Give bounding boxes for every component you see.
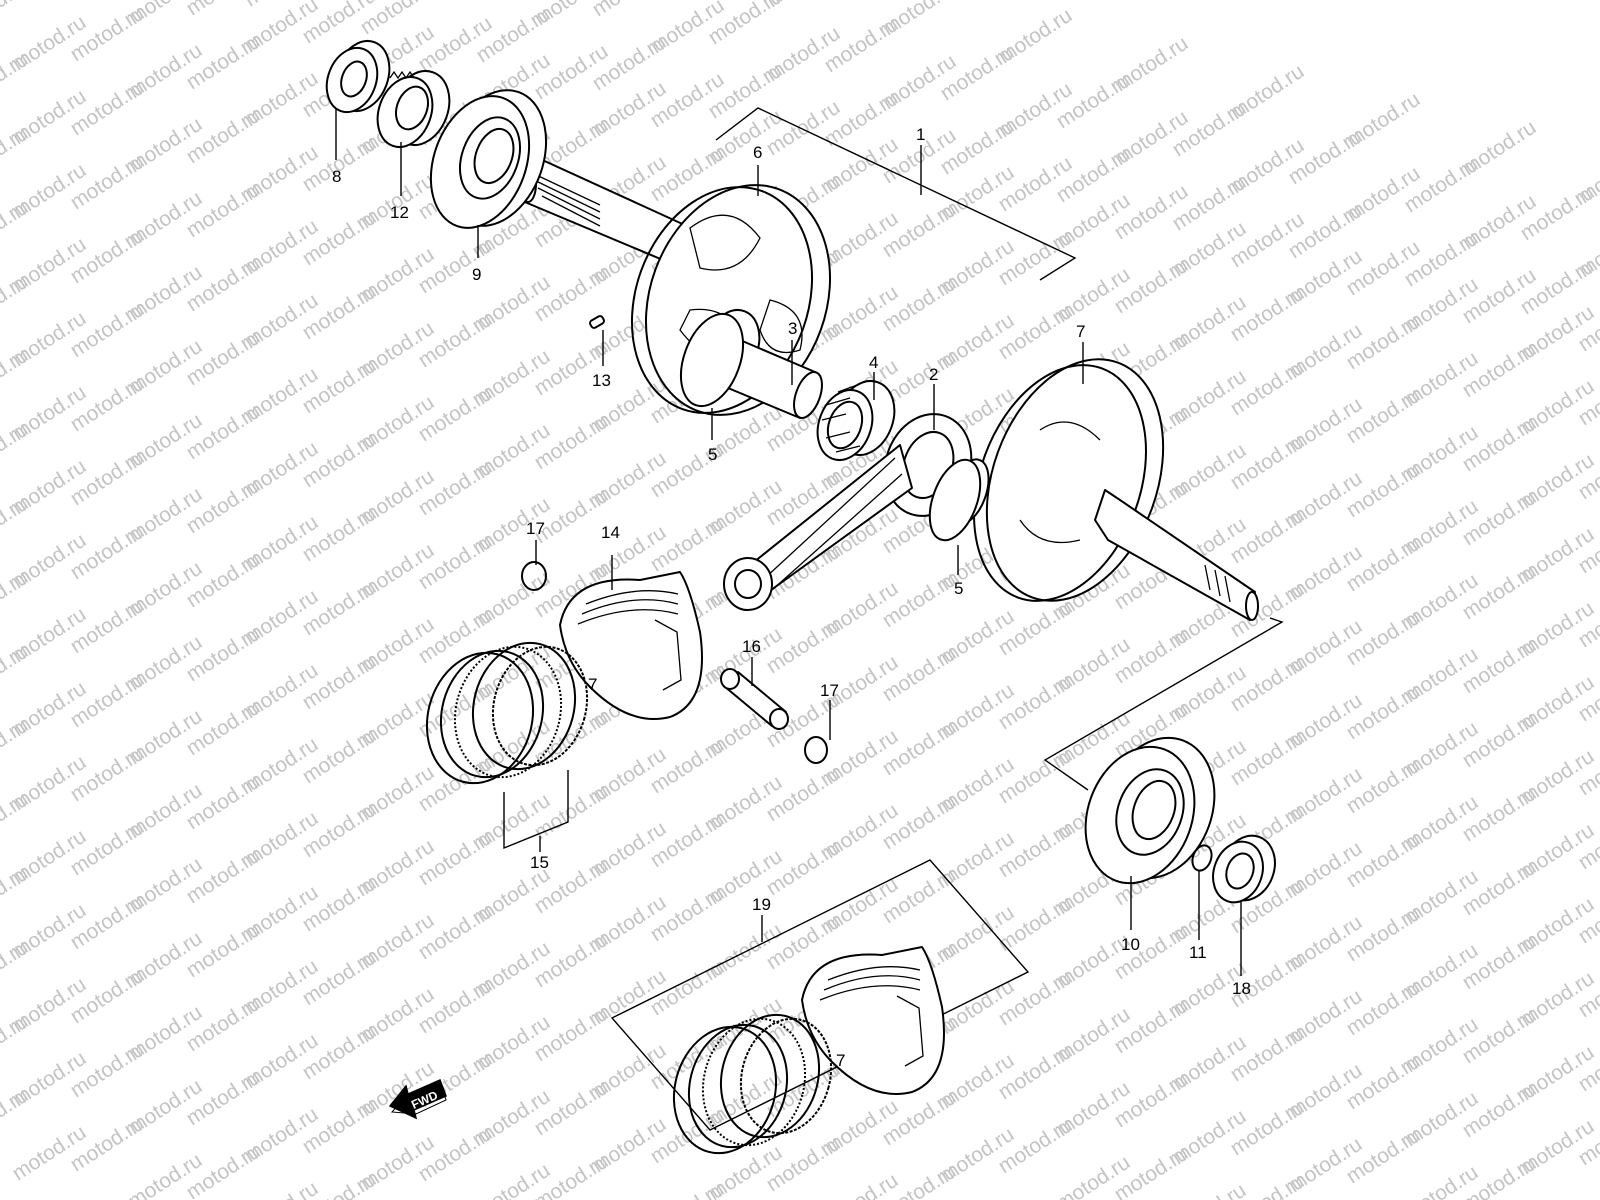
callout-12: 12 [390,203,409,222]
callout-15: 15 [530,853,549,872]
callout-17-right: 17 [820,681,839,700]
watermark-text: motod.ru [0,0,32,38]
woodruff-key [589,315,605,329]
callout-5-left: 5 [708,445,717,464]
oil-seal-left [325,40,391,114]
oil-seal-right [1212,834,1276,904]
piston-14: 7 [559,571,703,720]
callout-17-left: 17 [526,519,545,538]
thrust-washer-left [679,312,745,408]
callout-5-right: 5 [954,579,963,598]
callout-8: 8 [332,167,341,186]
callout-13: 13 [592,371,611,390]
piston-19: 7 [801,946,945,1095]
callout-1: 1 [916,125,925,144]
leader-lines [335,107,1284,976]
callout-4: 4 [869,353,878,372]
callout-10: 10 [1121,935,1140,954]
piston-set-box [610,859,1030,1131]
thrust-washer-right [928,458,982,542]
watermark-text: motod.ru [240,1177,322,1200]
piston-pin-16 [720,668,789,730]
crankshaft-assembly [519,157,1259,621]
o-ring-11 [1191,844,1213,872]
main-bearing-right [1084,736,1216,885]
callout-2: 2 [929,365,938,384]
callout-19: 19 [752,895,771,914]
circlip-17a [521,561,547,591]
callout-6: 6 [753,143,762,162]
piston-rings-19 [672,1013,833,1155]
piston-rings-15 [425,641,589,785]
callout-9: 9 [472,265,481,284]
callout-3: 3 [788,319,797,338]
watermark-text: motod.ru [646,1178,728,1200]
main-bearing-left [429,89,548,229]
watermark-text: motod.ru [820,1169,902,1200]
piston-mark-14: 7 [588,675,597,694]
callout-18: 18 [1232,979,1251,998]
callout-14: 14 [601,523,620,542]
crank-pin [727,339,823,419]
circlip-17b [804,736,828,764]
needle-bearing [816,380,896,461]
watermark-text: motod.ru [1574,1180,1600,1200]
callout-11: 11 [1189,943,1207,962]
drive-gear [376,70,451,148]
callouts: 1 2 3 4 5 5 6 7 8 9 10 11 12 13 14 15 16… [332,125,1251,998]
watermark-text: motod.ru [1168,1179,1250,1200]
callout-16: 16 [742,637,761,656]
callout-7: 7 [1076,322,1085,341]
watermark-text: motod.ru [588,0,670,21]
piston-mark-19: 7 [836,1051,845,1070]
right-crank-shaft [1094,489,1259,621]
